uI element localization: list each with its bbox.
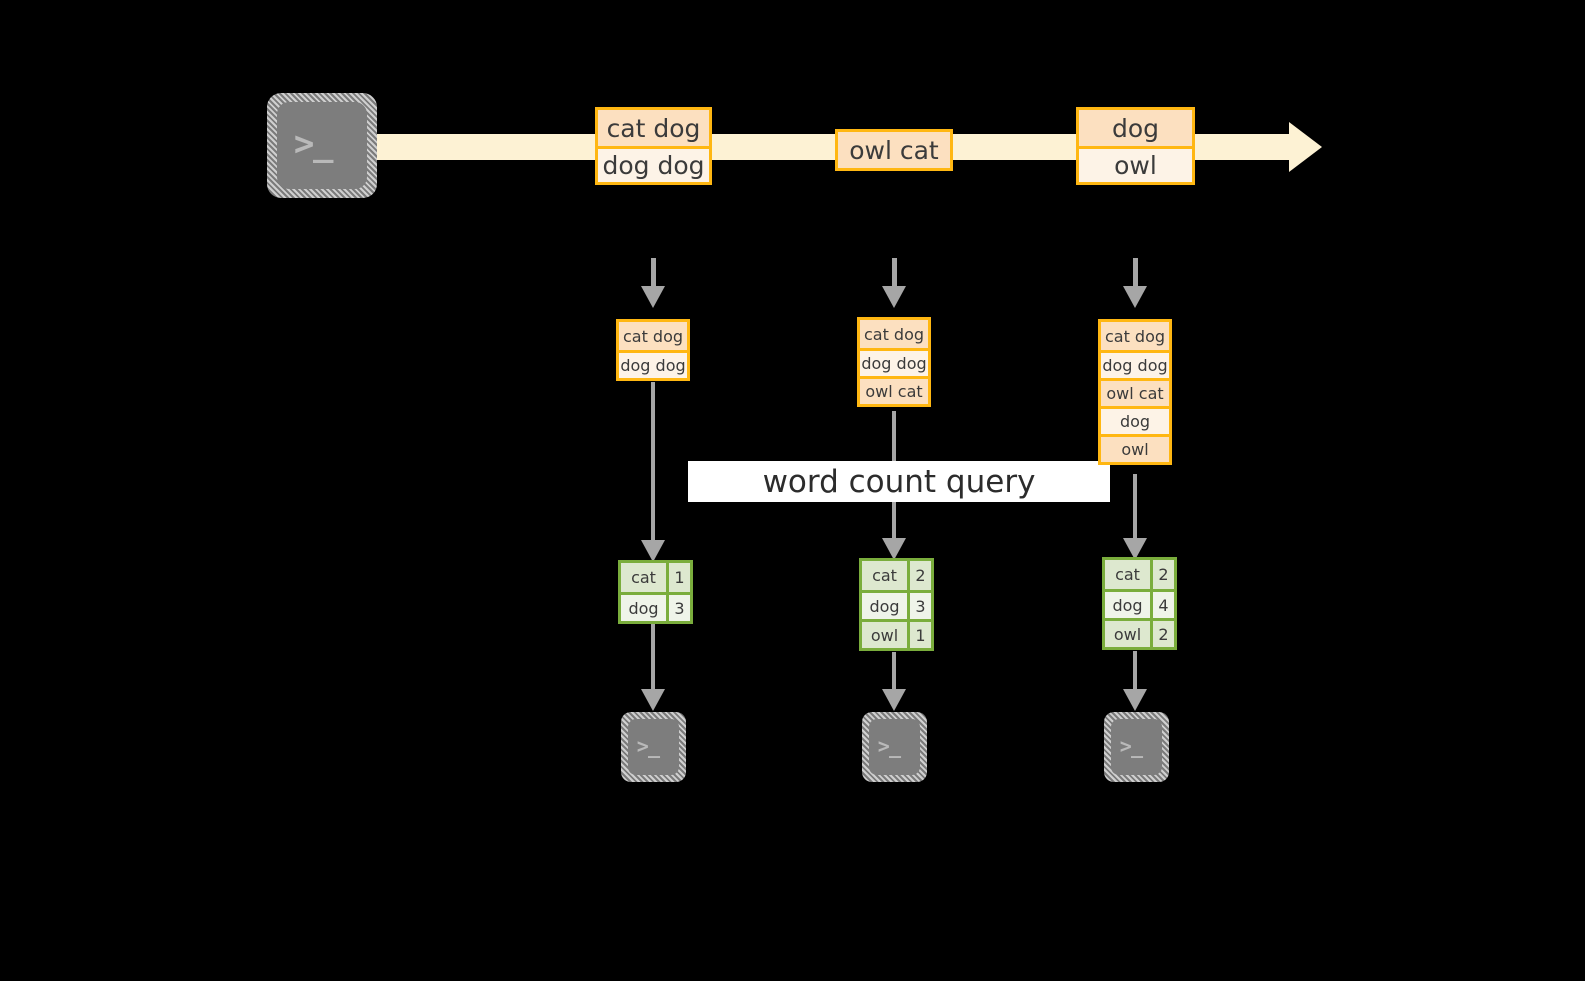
snapshot-3-query-line [1133, 474, 1137, 540]
table-row: owl 2 [1105, 618, 1174, 647]
snapshot-2-inflow-arrowhead [882, 286, 906, 308]
result-count: 3 [666, 595, 690, 621]
snapshot-3-inflow-arrowhead [1123, 286, 1147, 308]
snapshot-3-consumer-terminal-icon[interactable]: >_ [1104, 712, 1169, 782]
table-row: dog 3 [862, 590, 931, 619]
snapshot-1-query-line [651, 382, 655, 542]
snapshot-2-outflow-line [892, 652, 896, 691]
snapshot-1-event-1: cat dog [619, 322, 687, 350]
table-row: dog 4 [1105, 589, 1174, 618]
snapshot-1-result-table[interactable]: cat 1 dog 3 [618, 560, 693, 624]
result-word: cat [862, 561, 907, 590]
result-word: dog [1105, 592, 1150, 618]
terminal-prompt-glyph: >_ [293, 123, 334, 164]
snapshot-3-event-5: owl [1101, 434, 1169, 462]
snapshot-1-outflow-line [651, 624, 655, 691]
result-count: 1 [666, 563, 690, 592]
result-word: dog [862, 593, 907, 619]
snapshot-2-inflow-dash [892, 258, 897, 286]
table-row: cat 1 [621, 563, 690, 592]
result-word: owl [1105, 621, 1150, 647]
table-row: cat 2 [862, 561, 931, 590]
terminal-screen [628, 719, 679, 775]
snapshot-2-query-arrowhead [882, 538, 906, 560]
result-word: cat [621, 563, 666, 592]
snapshot-2-outflow-arrowhead [882, 689, 906, 711]
stream-event-2[interactable]: owl cat [835, 129, 953, 171]
snapshot-1-outflow-arrowhead [641, 689, 665, 711]
result-count: 2 [907, 561, 931, 590]
result-word: cat [1105, 560, 1150, 589]
stream-event-2-line-1: owl cat [838, 132, 950, 168]
terminal-screen [1111, 719, 1162, 775]
stream-event-1[interactable]: cat dog dog dog [595, 107, 712, 185]
stream-event-1-line-2: dog dog [598, 146, 709, 182]
table-row: dog 3 [621, 592, 690, 621]
stream-arrow-head [1289, 122, 1322, 172]
snapshot-1-event-2: dog dog [619, 350, 687, 378]
table-row: owl 1 [862, 619, 931, 648]
snapshot-3-inflow-dash [1133, 258, 1138, 286]
terminal-screen [277, 102, 367, 189]
producer-terminal-icon[interactable]: >_ [267, 93, 377, 198]
stream-event-1-line-1: cat dog [598, 110, 709, 146]
snapshot-1-consumer-terminal-icon[interactable]: >_ [621, 712, 686, 782]
snapshot-3-event-log[interactable]: cat dog dog dog owl cat dog owl [1098, 319, 1172, 465]
snapshot-2-event-1: cat dog [860, 320, 928, 348]
snapshot-3-result-table[interactable]: cat 2 dog 4 owl 2 [1102, 557, 1177, 650]
result-count: 3 [907, 593, 931, 619]
snapshot-1-inflow-dash [651, 258, 656, 286]
result-word: dog [621, 595, 666, 621]
result-count: 2 [1150, 560, 1174, 589]
terminal-prompt-glyph: >_ [1119, 733, 1143, 758]
snapshot-2-event-3: owl cat [860, 376, 928, 404]
result-count: 2 [1150, 621, 1174, 647]
query-banner-label: word count query [762, 463, 1036, 500]
stream-event-3[interactable]: dog owl [1076, 107, 1195, 185]
snapshot-2-event-2: dog dog [860, 348, 928, 376]
query-banner: word count query [688, 461, 1110, 502]
snapshot-3-outflow-line [1133, 651, 1137, 691]
terminal-prompt-glyph: >_ [636, 733, 660, 758]
snapshot-3-query-arrowhead [1123, 538, 1147, 560]
snapshot-3-event-4: dog [1101, 406, 1169, 434]
snapshot-1-inflow-arrowhead [641, 286, 665, 308]
stream-event-3-line-2: owl [1079, 146, 1192, 182]
stream-event-3-line-1: dog [1079, 110, 1192, 146]
terminal-prompt-glyph: >_ [877, 733, 901, 758]
snapshot-3-outflow-arrowhead [1123, 689, 1147, 711]
snapshot-3-event-3: owl cat [1101, 378, 1169, 406]
terminal-screen [869, 719, 920, 775]
snapshot-2-result-table[interactable]: cat 2 dog 3 owl 1 [859, 558, 934, 651]
snapshot-3-event-1: cat dog [1101, 322, 1169, 350]
result-count: 4 [1150, 592, 1174, 618]
snapshot-2-consumer-terminal-icon[interactable]: >_ [862, 712, 927, 782]
result-word: owl [862, 622, 907, 648]
table-row: cat 2 [1105, 560, 1174, 589]
snapshot-1-event-log[interactable]: cat dog dog dog [616, 319, 690, 381]
snapshot-3-event-2: dog dog [1101, 350, 1169, 378]
snapshot-2-event-log[interactable]: cat dog dog dog owl cat [857, 317, 931, 407]
result-count: 1 [907, 622, 931, 648]
snapshot-1-query-arrowhead [641, 540, 665, 562]
